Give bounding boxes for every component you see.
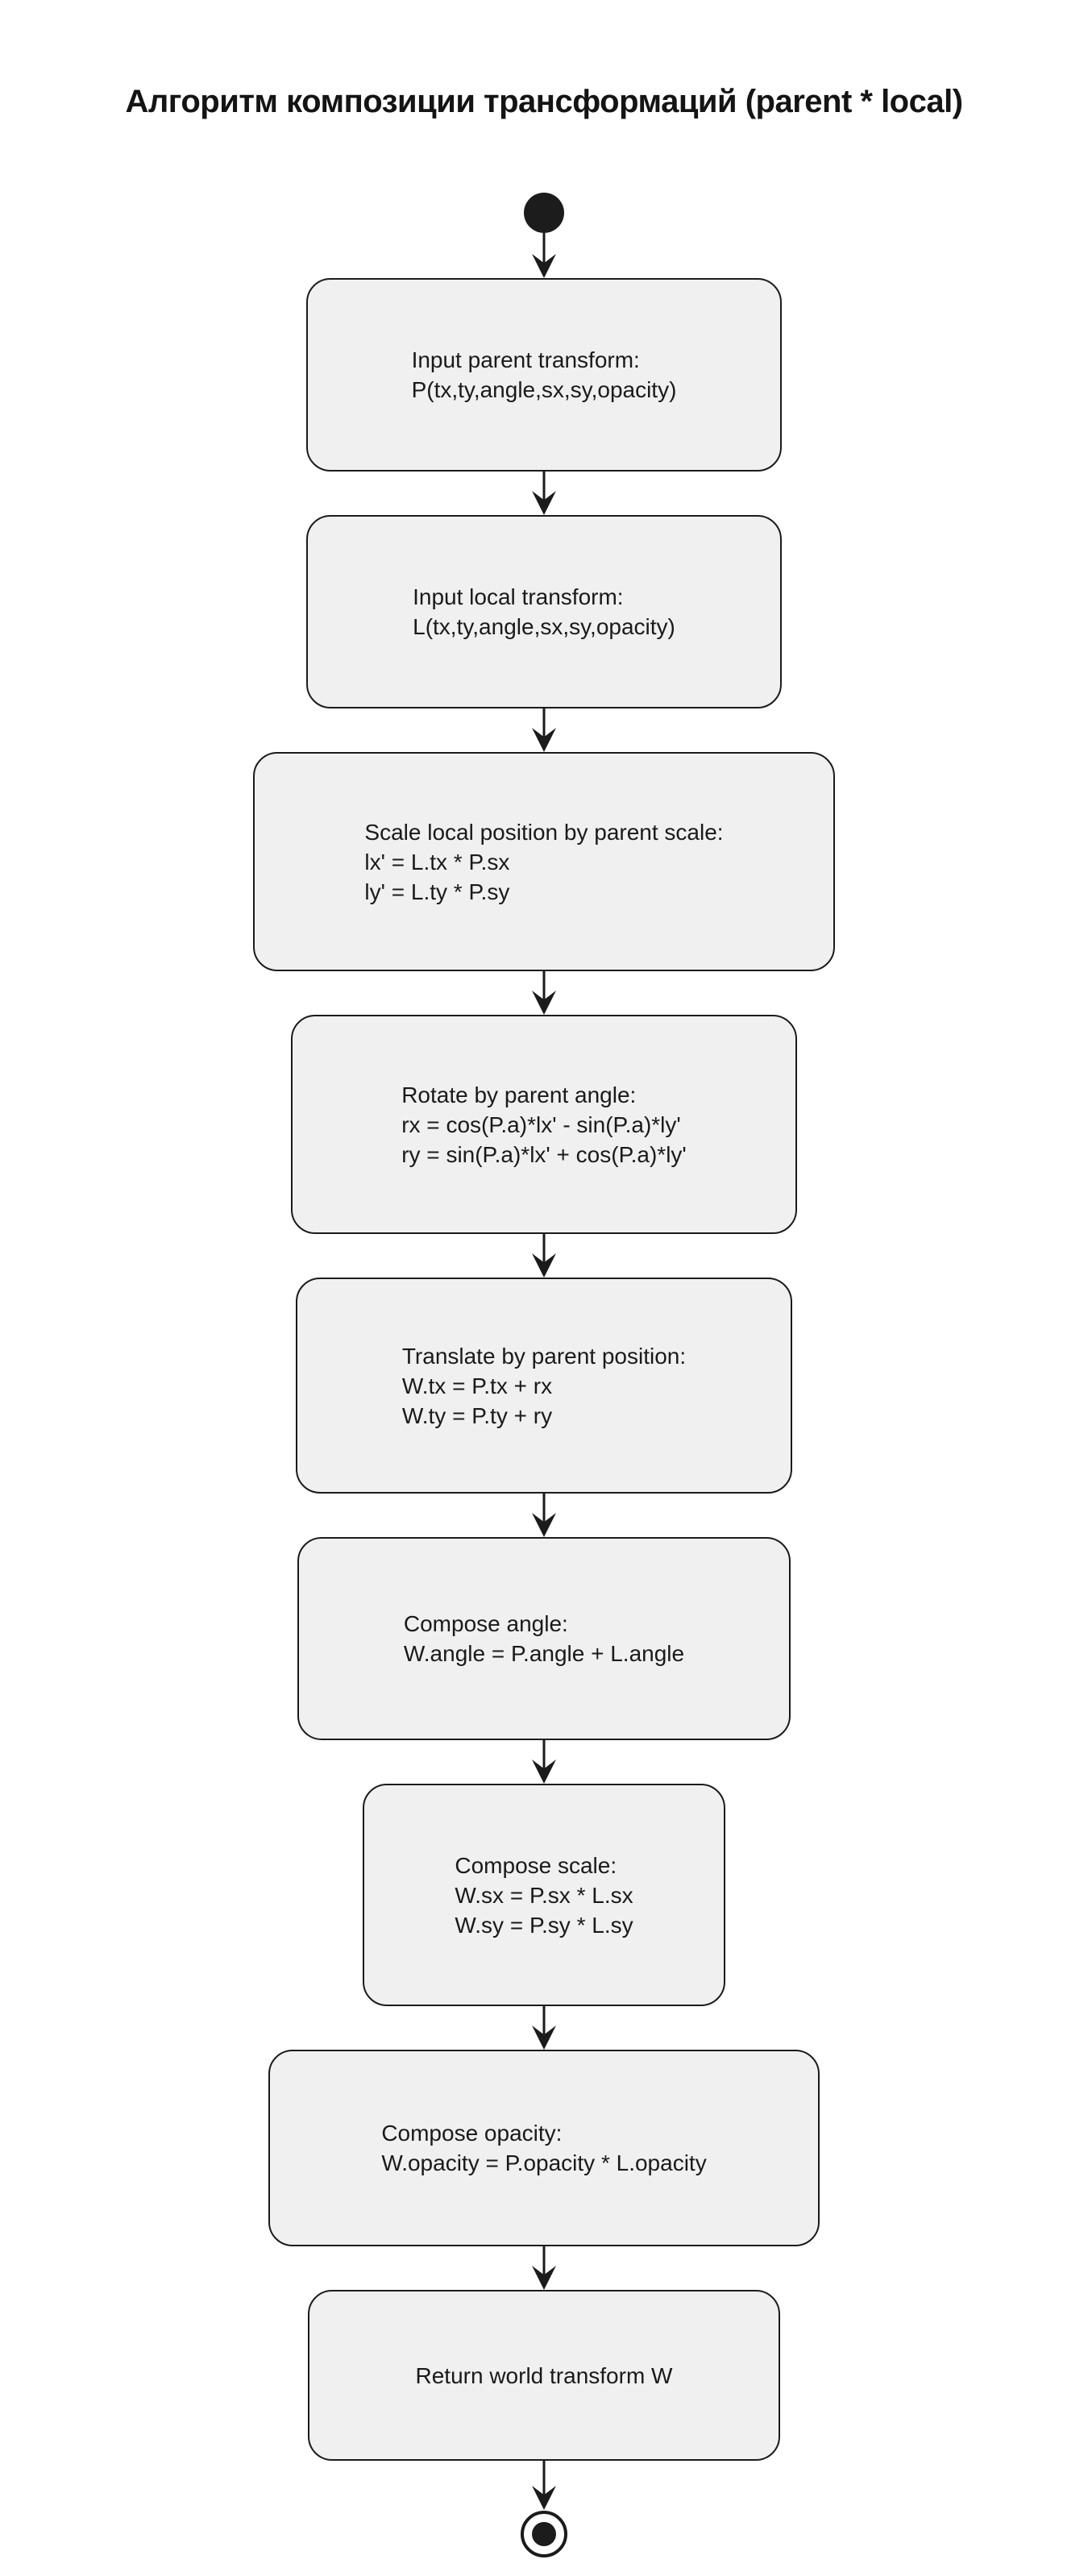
activity-node-text: Compose angle: W.angle = P.angle + L.ang… [404, 1609, 684, 1668]
node-line: Translate by parent position: [401, 1343, 687, 1369]
activity-node-text: Compose scale: W.sx = P.sx * L.sx W.sy =… [455, 1851, 633, 1940]
end-node [521, 2511, 567, 2557]
activity-node-text: Compose opacity: W.opacity = P.opacity *… [381, 2118, 706, 2178]
arrow-shaft [542, 472, 546, 509]
activity-node-translate: Translate by parent position: W.tx = P.t… [296, 1278, 792, 1494]
activity-node-text: Return world transform W [416, 2361, 673, 2391]
activity-node-text: Rotate by parent angle: rx = cos(P.a)*lx… [401, 1080, 687, 1170]
node-line: W.sy = P.sy * L.sy [455, 1912, 633, 1938]
activity-node-input-parent: Input parent transform: P(tx,ty,angle,sx… [306, 278, 782, 472]
flow-arrow [532, 708, 556, 752]
node-line: W.ty = P.ty + ry [401, 1402, 553, 1428]
node-line: ly' = L.ty * P.sy [364, 879, 510, 904]
flow-arrow [532, 2246, 556, 2290]
node-line: Return world transform W [415, 2362, 673, 2388]
diagram-title: Алгоритм композиции трансформаций (paren… [125, 84, 963, 119]
activity-node-text: Translate by parent position: W.tx = P.t… [402, 1341, 686, 1431]
activity-node-rotate: Rotate by parent angle: rx = cos(P.a)*lx… [291, 1015, 797, 1234]
flow-arrow [532, 1234, 556, 1278]
flow-arrow [532, 472, 556, 515]
arrow-shaft [542, 233, 546, 272]
flow-arrow [532, 1494, 556, 1537]
flow-arrow [532, 971, 556, 1015]
arrow-shaft [542, 708, 546, 746]
node-line: L(tx,ty,angle,sx,sy,opacity) [413, 614, 675, 639]
node-line: rx = cos(P.a)*lx' - sin(P.a)*ly' [401, 1111, 681, 1137]
node-line: Input parent transform: [411, 347, 640, 372]
node-line: lx' = L.tx * P.sx [364, 849, 510, 875]
node-line: W.tx = P.tx + rx [401, 1373, 553, 1398]
node-line: Compose angle: [403, 1611, 568, 1636]
node-line: ry = sin(P.a)*lx' + cos(P.a)*ly' [401, 1141, 687, 1167]
activity-node-return-world: Return world transform W [308, 2290, 780, 2461]
node-line: Scale local position by parent scale: [364, 819, 724, 845]
arrow-shaft [542, 2246, 546, 2283]
node-line: P(tx,ty,angle,sx,sy,opacity) [411, 377, 677, 402]
activity-node-compose-opacity: Compose opacity: W.opacity = P.opacity *… [268, 2050, 820, 2246]
arrow-shaft [542, 2006, 546, 2043]
activity-node-input-local: Input local transform: L(tx,ty,angle,sx,… [306, 515, 782, 708]
node-line: W.angle = P.angle + L.angle [403, 1641, 685, 1666]
flow-arrow [532, 2461, 556, 2510]
arrow-shaft [542, 1494, 546, 1531]
flow-arrow [532, 1740, 556, 1784]
node-line: Input local transform: [413, 584, 624, 609]
arrow-shaft [542, 971, 546, 1008]
flow-arrow [532, 2006, 556, 2050]
arrow-shaft [542, 2461, 546, 2503]
arrow-shaft [542, 1234, 546, 1271]
activity-node-scale-position: Scale local position by parent scale: lx… [253, 752, 835, 971]
activity-node-text: Input local transform: L(tx,ty,angle,sx,… [413, 582, 675, 642]
start-node [524, 193, 564, 233]
arrow-shaft [542, 1740, 546, 1777]
flow-arrow [532, 233, 556, 278]
node-line: W.sx = P.sx * L.sx [455, 1882, 633, 1908]
activity-node-compose-angle: Compose angle: W.angle = P.angle + L.ang… [297, 1537, 791, 1740]
activity-node-compose-scale: Compose scale: W.sx = P.sx * L.sx W.sy =… [363, 1784, 725, 2006]
node-line: Compose scale: [455, 1852, 617, 1878]
activity-node-text: Input parent transform: P(tx,ty,angle,sx… [412, 345, 677, 405]
end-node-dot [532, 2522, 556, 2546]
node-line: Compose opacity: [381, 2121, 563, 2146]
activity-node-text: Scale local position by parent scale: lx… [364, 817, 723, 907]
node-line: Rotate by parent angle: [401, 1082, 637, 1107]
node-line: W.opacity = P.opacity * L.opacity [381, 2150, 707, 2175]
